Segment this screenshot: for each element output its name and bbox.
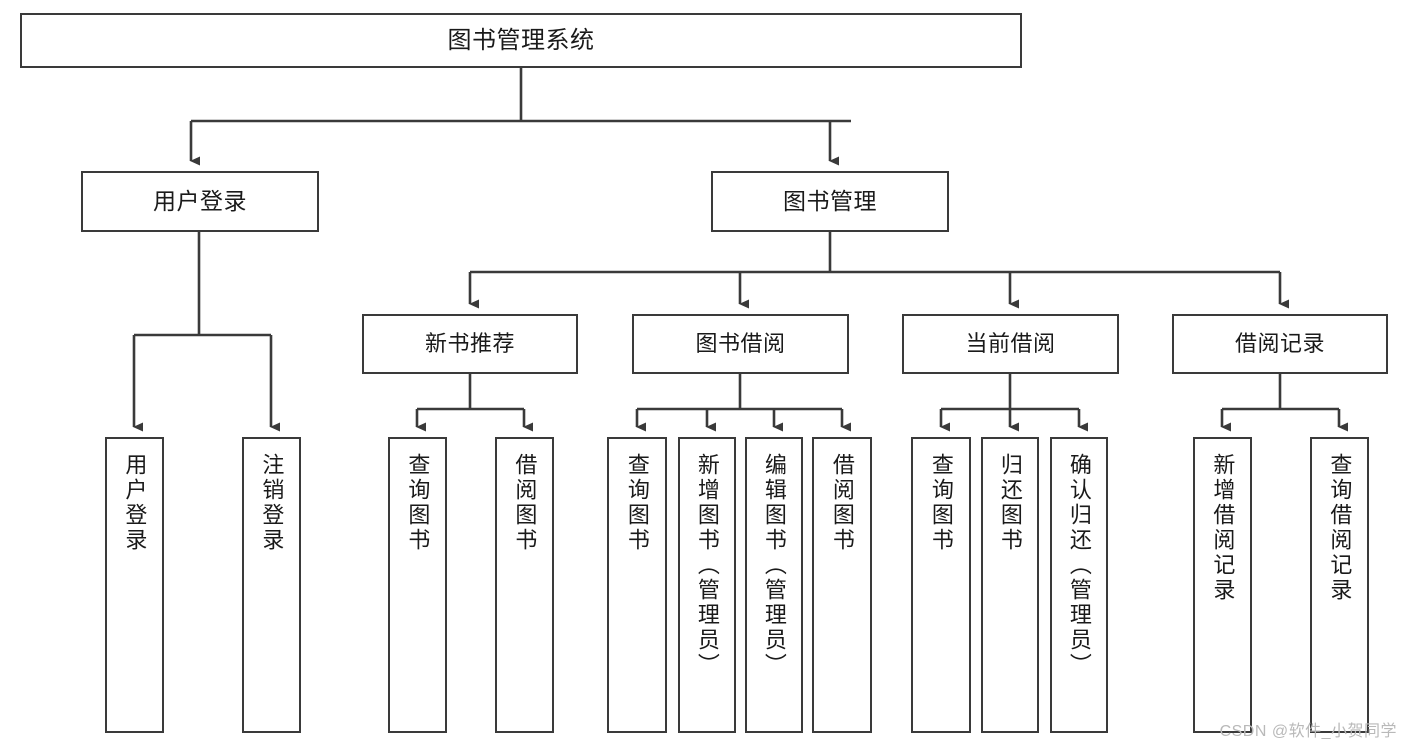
node-label: 图书管理系统 bbox=[447, 26, 595, 54]
node-label: 新增图书（管理员） bbox=[694, 453, 720, 678]
node-book-management[interactable]: 图书管理 bbox=[711, 171, 949, 232]
node-label: 查询借阅记录 bbox=[1327, 453, 1353, 603]
node-label: 归还图书 bbox=[997, 453, 1023, 553]
node-new-book-recommend[interactable]: 新书推荐 bbox=[362, 314, 578, 374]
node-leaf-record-query-borrow-record[interactable]: 查询借阅记录 bbox=[1310, 437, 1369, 733]
node-leaf-recommend-borrow-book[interactable]: 借阅图书 bbox=[495, 437, 554, 733]
node-label: 确认归还（管理员） bbox=[1066, 453, 1092, 678]
node-leaf-record-add-borrow-record[interactable]: 新增借阅记录 bbox=[1193, 437, 1252, 733]
node-leaf-borrow-edit-book-admin[interactable]: 编辑图书（管理员） bbox=[745, 437, 803, 733]
node-label: 用户登录 bbox=[122, 453, 148, 553]
node-leaf-user-logout[interactable]: 注销登录 bbox=[242, 437, 301, 733]
node-label: 图书管理 bbox=[783, 188, 877, 215]
node-leaf-borrow-borrow-book[interactable]: 借阅图书 bbox=[812, 437, 872, 733]
node-book-borrow[interactable]: 图书借阅 bbox=[632, 314, 849, 374]
node-leaf-current-confirm-return-admin[interactable]: 确认归还（管理员） bbox=[1050, 437, 1108, 733]
node-leaf-current-query-book[interactable]: 查询图书 bbox=[911, 437, 971, 733]
node-leaf-borrow-add-book-admin[interactable]: 新增图书（管理员） bbox=[678, 437, 736, 733]
node-user-login[interactable]: 用户登录 bbox=[81, 171, 319, 232]
node-label: 注销登录 bbox=[259, 453, 285, 553]
node-label: 图书借阅 bbox=[695, 331, 786, 357]
node-label: 借阅图书 bbox=[512, 453, 538, 553]
node-leaf-current-return-book[interactable]: 归还图书 bbox=[981, 437, 1039, 733]
node-leaf-recommend-query-book[interactable]: 查询图书 bbox=[388, 437, 447, 733]
node-label: 借阅记录 bbox=[1234, 331, 1325, 357]
node-label: 借阅图书 bbox=[829, 453, 855, 553]
node-label: 当前借阅 bbox=[965, 331, 1056, 357]
node-root-system[interactable]: 图书管理系统 bbox=[20, 13, 1022, 68]
node-label: 新增借阅记录 bbox=[1210, 453, 1236, 603]
node-leaf-user-login[interactable]: 用户登录 bbox=[105, 437, 164, 733]
node-leaf-borrow-query-book[interactable]: 查询图书 bbox=[607, 437, 667, 733]
node-label: 查询图书 bbox=[928, 453, 954, 553]
node-label: 查询图书 bbox=[624, 453, 650, 553]
node-label: 新书推荐 bbox=[424, 331, 515, 357]
node-label: 编辑图书（管理员） bbox=[761, 453, 787, 678]
node-current-borrow[interactable]: 当前借阅 bbox=[902, 314, 1119, 374]
node-label: 查询图书 bbox=[405, 453, 431, 553]
node-borrow-record[interactable]: 借阅记录 bbox=[1172, 314, 1388, 374]
node-label: 用户登录 bbox=[153, 188, 247, 215]
watermark-text: CSDN @软件_小贺同学 bbox=[1219, 723, 1397, 740]
